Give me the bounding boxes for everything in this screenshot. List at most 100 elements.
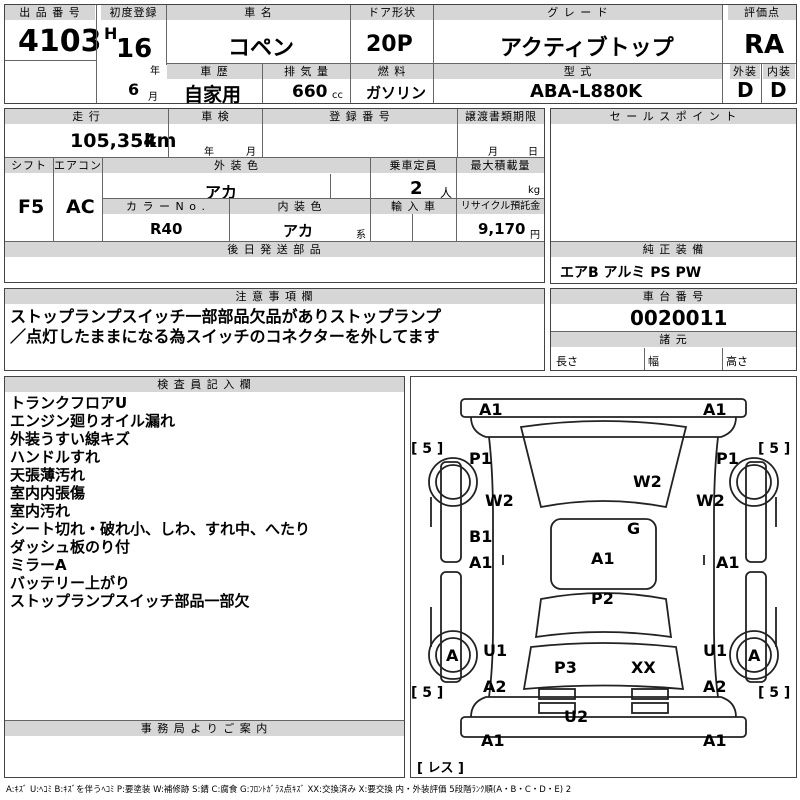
- inspector-line: ダッシュ板のり付: [10, 538, 131, 556]
- import-header: 輸 入 車: [371, 199, 456, 214]
- first-reg-header: 初度登録: [101, 5, 166, 20]
- recycle-header: リサイクル預託金: [457, 199, 544, 214]
- damage-label: W2: [633, 472, 662, 491]
- damage-label: W2: [696, 491, 725, 510]
- door-type: 20P: [366, 32, 413, 57]
- grade: アクティブトップ: [500, 36, 674, 61]
- capacity-header: 乗車定員: [371, 158, 456, 173]
- aircon: AC: [66, 196, 95, 218]
- damage-label: A: [446, 646, 459, 665]
- era: H: [104, 24, 118, 43]
- legend: A:ｷｽﾞ U:ﾍｺﾐ B:ｷｽﾞを伴うﾍｺﾐ P:要塗装 W:補修跡 S:錆 …: [6, 785, 572, 795]
- shift: F5: [18, 196, 45, 218]
- chassis-header: 車 台 番 号: [551, 289, 796, 304]
- capacity: 2: [410, 178, 423, 199]
- displacement-header: 排 気 量: [263, 64, 350, 79]
- score: RA: [744, 30, 785, 60]
- inspector-box: [4, 376, 405, 778]
- equipment: エアB アルミ PS PW: [560, 265, 702, 281]
- car-name-header: 車 名: [167, 5, 350, 20]
- spec-length: 長さ: [556, 355, 578, 368]
- int-color-header: 内 装 色: [230, 199, 370, 214]
- tire-tread-fr: [ 5 ]: [758, 441, 791, 457]
- inspector-line: シート切れ・破れ小、しわ、すれ中、へたり: [10, 520, 311, 538]
- tire-tread-rl: [ 5 ]: [411, 685, 444, 701]
- damage-label: W2: [485, 491, 514, 510]
- spare-tire: [ レス ]: [417, 761, 464, 776]
- ext-grade-header: 外装: [730, 64, 760, 79]
- damage-label: A2: [483, 677, 507, 696]
- damage-label: A2: [703, 677, 727, 696]
- damage-label: A1: [703, 400, 727, 419]
- chassis-number: 0020011: [630, 306, 728, 330]
- history-header: 車 歴: [167, 64, 262, 79]
- caution-line: ストップランプスイッチ一部部品欠品がありストップランプ: [10, 307, 442, 326]
- damage-label: A1: [716, 553, 740, 572]
- damage-label: G: [627, 519, 641, 538]
- caution-header: 注 意 事 項 欄: [5, 289, 544, 304]
- chassis-box: [550, 288, 797, 371]
- inspector-line: 天張薄汚れ: [10, 466, 86, 484]
- inspection-header: 車 検: [169, 109, 262, 124]
- tire-tread-rr: [ 5 ]: [758, 685, 791, 701]
- damage-label: A: [748, 646, 761, 665]
- reg-number-header: 登 録 番 号: [263, 109, 457, 124]
- ext-grade: D: [737, 78, 754, 102]
- displacement: 660: [292, 82, 328, 102]
- damage-label: U1: [483, 641, 508, 660]
- lot-header: 出 品 番 号: [5, 5, 95, 20]
- spec-height: 高さ: [726, 355, 748, 368]
- int-color-suffix: 系: [356, 230, 366, 241]
- transfer-header: 譲渡書類期限: [458, 109, 544, 124]
- tire-tread-fl: [ 5 ]: [411, 441, 444, 457]
- damage-label: XX: [631, 658, 656, 677]
- equipment-header: 純 正 装 備: [551, 242, 796, 257]
- mileage-unit: km: [144, 130, 177, 152]
- damage-label: P2: [591, 589, 614, 608]
- reg-month-unit: 月: [148, 92, 158, 103]
- inspection-month-unit: 月: [246, 147, 256, 158]
- recycle-fee: 9,170: [478, 220, 526, 238]
- max-load-unit: kg: [528, 185, 541, 196]
- reg-year: 16: [116, 34, 153, 64]
- model-code: ABA-L880K: [530, 81, 643, 102]
- damage-label: A1: [481, 731, 505, 750]
- ext-color: アカ: [205, 183, 238, 202]
- inspector-line: バッテリー上がり: [10, 574, 131, 592]
- damage-label: U1: [703, 641, 728, 660]
- ext-color-header: 外 装 色: [103, 158, 370, 173]
- damage-label: U2: [564, 707, 589, 726]
- car-name: コペン: [228, 36, 295, 61]
- specs-header: 諸 元: [551, 332, 796, 347]
- int-grade-header: 内装: [763, 64, 795, 79]
- score-header: 評価点: [728, 5, 796, 20]
- damage-label: P1: [716, 449, 739, 468]
- recycle-unit: 円: [530, 230, 540, 241]
- damage-label: A1: [479, 400, 503, 419]
- reg-month: 6: [128, 80, 140, 99]
- inspector-line: ミラーA: [10, 556, 67, 574]
- reg-year-unit: 年: [150, 66, 160, 77]
- fuel: ガソリン: [366, 84, 427, 102]
- sales-point-header: セ ー ル ス ポ イ ン ト: [551, 109, 796, 124]
- aircon-header: エアコン: [54, 158, 102, 173]
- mileage-header: 走 行: [5, 109, 168, 124]
- inspector-line: ストップランプスイッチ部品一部欠: [10, 592, 250, 610]
- later-parts-header: 後 日 発 送 部 品: [5, 242, 544, 257]
- damage-label: B1: [469, 527, 493, 546]
- caution-box: [4, 288, 545, 371]
- model-header: 型 式: [434, 64, 722, 79]
- transfer-day-unit: 日: [528, 147, 538, 158]
- sales-point-box: [550, 108, 797, 284]
- inspector-line: 室内汚れ: [10, 502, 71, 520]
- int-grade: D: [770, 78, 787, 102]
- damage-label: P3: [554, 658, 577, 677]
- damage-label: P1: [469, 449, 492, 468]
- mileage: 105,354: [70, 130, 157, 152]
- inspection-year-unit: 年: [204, 147, 214, 158]
- door-header: ドア形状: [351, 5, 433, 20]
- car-outline: [428, 398, 779, 738]
- damage-label: A1: [469, 553, 493, 572]
- spec-width: 幅: [648, 355, 659, 368]
- displacement-unit: cc: [332, 90, 343, 101]
